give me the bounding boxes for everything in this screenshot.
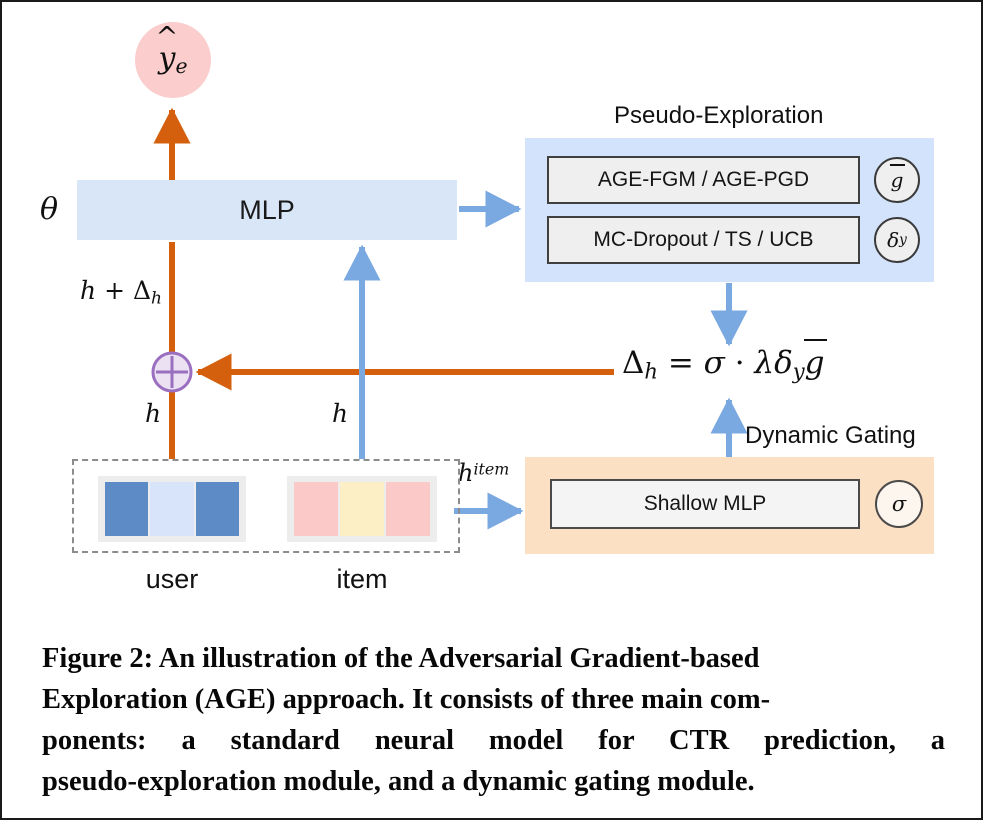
pseudo-exploration-panel: AGE-FGM / AGE-PGD g MC-Dropout / TS / UC… <box>525 138 934 282</box>
delta-h-formula: Δh = σ · λδyg <box>622 345 825 383</box>
caption-line: pseudo-exploration module, and a dynamic… <box>42 766 755 797</box>
mlp-label: MLP <box>239 194 295 225</box>
plus-node <box>151 351 193 393</box>
pseudo-exploration-title: Pseudo-Exploration <box>614 102 824 129</box>
item-embedding-tray[interactable] <box>287 476 437 542</box>
delta-h-lambda: λ <box>754 345 775 381</box>
user-embedding-tray[interactable] <box>98 476 246 542</box>
gradient-vector-symbol: g <box>889 164 906 192</box>
delta-h-gradient: g <box>804 345 825 381</box>
output-prediction-label: ye <box>158 43 187 77</box>
delta-h-dot: · <box>734 345 745 381</box>
caption-line: ponents: a standard neural model for CTR… <box>42 725 945 756</box>
h-label-user-path: h <box>145 399 162 428</box>
delta-h-lhs-base: Δ <box>622 345 645 381</box>
item-embedding-cell <box>340 482 384 536</box>
pseudo-exploration-row-attack[interactable]: AGE-FGM / AGE-PGD <box>547 156 860 204</box>
figure-diagram: ye θ MLP Pseudo-Exploration AGE-FGM / AG… <box>2 2 981 632</box>
output-prediction-node: ye <box>135 22 211 98</box>
delta-h-lhs-sub: h <box>644 358 658 384</box>
user-embedding-cell <box>105 482 149 536</box>
delta-h-delta-sub: y <box>792 358 805 384</box>
h-plus-delta-label: h + Δh <box>80 276 162 308</box>
pseudo-exploration-row-uncertainty[interactable]: MC-Dropout / TS / UCB <box>547 216 860 264</box>
shallow-mlp-label: Shallow MLP <box>643 492 767 515</box>
pseudo-exploration-row-attack-label: AGE-FGM / AGE-PGD <box>597 168 810 191</box>
h-plus-delta-sub: h <box>151 288 162 309</box>
h-item-base: h <box>458 459 474 487</box>
user-embedding-cell <box>150 482 194 536</box>
shallow-mlp-block[interactable]: Shallow MLP <box>550 479 860 529</box>
item-embedding-caption: item <box>336 564 388 594</box>
h-item-superscript: item <box>473 459 510 479</box>
item-embedding-cell <box>386 482 430 536</box>
gradient-vector-circle: g <box>874 157 920 203</box>
delta-h-delta: δ <box>774 345 793 381</box>
h-label-item-path: h <box>332 399 349 428</box>
h-plus-delta-delta: Δ <box>132 276 152 305</box>
model-params-label: θ <box>40 192 59 227</box>
h-plus-delta-h: h <box>80 276 97 305</box>
h-plus-delta-plus: + <box>104 276 126 305</box>
sigma-gate-circle: σ <box>875 480 923 528</box>
uncertainty-delta-symbol: δ <box>887 228 900 252</box>
dynamic-gating-title: Dynamic Gating <box>745 422 916 449</box>
figure-caption: Figure 2: An illustration of the Adversa… <box>42 638 945 802</box>
pseudo-exploration-row-uncertainty-label: MC-Dropout / TS / UCB <box>593 228 814 251</box>
delta-h-sigma: σ <box>703 345 725 381</box>
mlp-block[interactable]: MLP <box>77 180 457 240</box>
sigma-gate-symbol: σ <box>891 492 907 516</box>
embedding-dashed-container <box>72 459 460 553</box>
delta-h-equals: = <box>667 345 694 381</box>
dynamic-gating-panel: Shallow MLP σ <box>525 457 934 554</box>
caption-line: Figure 2: An illustration of the Adversa… <box>42 643 760 674</box>
item-embedding-cell <box>294 482 338 536</box>
caption-line: Exploration (AGE) approach. It consists … <box>42 684 771 715</box>
uncertainty-delta-subscript: y <box>899 232 907 248</box>
user-embedding-cell <box>195 482 239 536</box>
user-embedding-caption: user <box>145 564 199 594</box>
h-item-label: hitem <box>458 459 509 487</box>
